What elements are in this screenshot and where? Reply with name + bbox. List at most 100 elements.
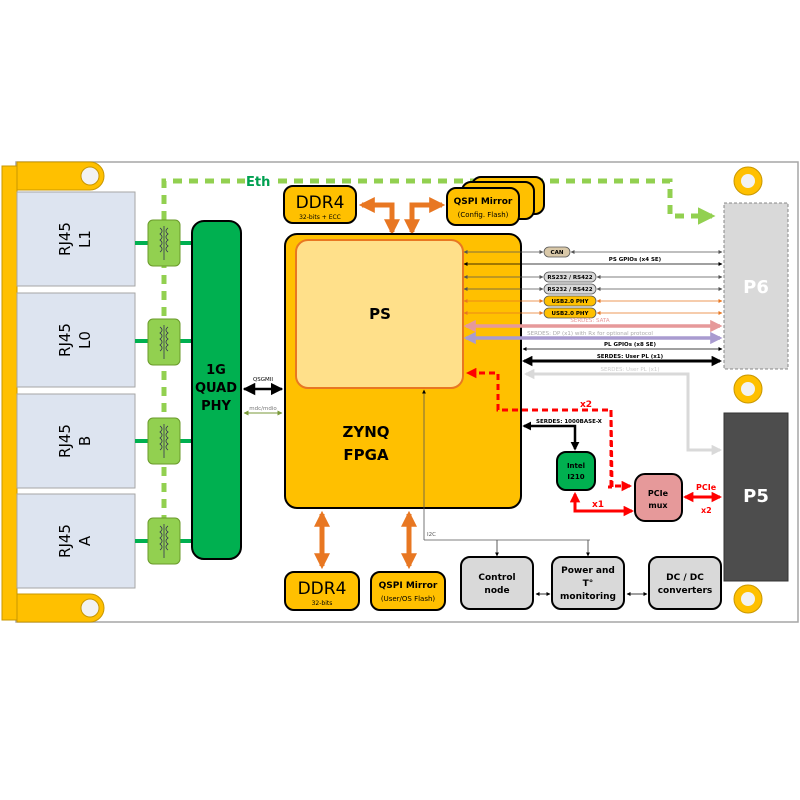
mounting-hole-middle	[733, 374, 763, 404]
rj45-sublabel: A	[76, 535, 94, 546]
dcdc-block: DC / DC converters	[648, 556, 722, 610]
rs232-interface-1: RS232 / RS422	[463, 271, 723, 283]
transformer-icon	[147, 417, 181, 465]
control-node-label: Control	[478, 573, 515, 583]
dp-label: SERDES: DP (x1) with Rx for optional pro…	[527, 331, 653, 337]
intel-label: I210	[567, 473, 584, 481]
qspi-top-block: QSPI Mirror (Config. Flash)	[446, 176, 545, 226]
power-label: T°	[583, 579, 594, 589]
rj45-label: RJ45	[56, 323, 74, 357]
power-monitoring-block: Power and T° monitoring	[551, 556, 625, 610]
i2c-label: I2C	[427, 532, 436, 538]
rs232-label: RS232 / RS422	[547, 287, 592, 293]
transformer-icon	[147, 219, 181, 267]
mounting-hole-bottom	[733, 584, 763, 614]
pcie-x2-dashed-to-mux	[609, 410, 633, 492]
bottom-ejector-tab	[16, 593, 105, 623]
ddr4-title: DDR4	[296, 193, 345, 213]
intel-i210-block: Intel I210	[556, 451, 596, 491]
fpga-label: ZYNQ	[342, 423, 389, 441]
ddr4-bottom-block: DDR4 32-bits	[284, 571, 360, 611]
pcie-label: PCIe	[696, 483, 717, 492]
control-node-block: Control node	[460, 556, 534, 610]
rj45-port-l1: RJ45 L1	[16, 191, 136, 287]
rj45-port-l0: RJ45 L0	[16, 292, 136, 388]
qspi-subtitle: (Config. Flash)	[458, 211, 509, 219]
pcie-x1-link	[569, 491, 635, 517]
pcie-x2-top-label: x2	[580, 400, 592, 410]
dp-interface: SERDES: DP (x1) with Rx for optional pro…	[463, 331, 723, 345]
ddr4-subtitle: 32-bits + ECC	[299, 214, 341, 221]
rj45-port-a: RJ45 A	[16, 493, 136, 589]
ps-gpios-interface: PS GPIOs (x4 SE)	[463, 257, 723, 266]
p6-label: P6	[743, 277, 769, 298]
sata-interface: SERDES: SATA	[463, 318, 723, 333]
rj45-sublabel: L0	[76, 331, 94, 349]
pcie-x1-label: x1	[592, 500, 604, 510]
pl-gpios-interface: PL GPIOs (x8 SE)	[522, 342, 723, 351]
qspi-top-bus	[403, 196, 446, 236]
can-interface: CAN	[463, 246, 723, 258]
front-panel-rail	[1, 165, 18, 621]
phy-label: 1G	[206, 363, 226, 378]
dcdc-label: converters	[658, 586, 713, 596]
fpga-label: FPGA	[343, 446, 389, 464]
phy-label: QUAD	[195, 381, 237, 396]
rj45-label: RJ45	[56, 222, 74, 256]
top-ejector-tab	[16, 161, 105, 191]
bottom-ejector-hole	[80, 598, 100, 618]
p5-label: P5	[743, 486, 769, 507]
ddr4-title: DDR4	[298, 579, 347, 599]
pcie-mux-label: PCIe	[648, 489, 669, 498]
p6-connector: P6	[723, 202, 789, 370]
ps-block	[295, 239, 464, 389]
ps-label: PS	[369, 305, 391, 323]
rs232-interface-2: RS232 / RS422	[463, 283, 723, 295]
zynq-fpga-block: PS ZYNQ FPGA	[284, 233, 522, 509]
qspi-subtitle: (User/OS Flash)	[381, 595, 436, 603]
base-x-link	[522, 421, 580, 451]
qspi-title: QSPI Mirror	[454, 197, 513, 207]
quad-phy-block: 1G QUAD PHY	[191, 220, 242, 560]
ps-gpios-label: PS GPIOs (x4 SE)	[609, 257, 662, 263]
pcie-mux-label: mux	[648, 501, 668, 510]
pl-gpios-label: PL GPIOs (x8 SE)	[604, 342, 656, 348]
rs232-label: RS232 / RS422	[547, 275, 592, 281]
rj45-label: RJ45	[56, 424, 74, 458]
power-label: monitoring	[560, 592, 616, 602]
rj45-sublabel: B	[76, 436, 94, 446]
usb-label: USB2.0 PHY	[552, 311, 590, 317]
rj45-port-b: RJ45 B	[16, 393, 136, 489]
qspi-title: QSPI Mirror	[379, 581, 438, 591]
transformer-icon	[147, 517, 181, 565]
p5-connector: P5	[723, 412, 789, 582]
rj45-sublabel: L1	[76, 230, 94, 248]
user-pl-interface-1: SERDES: User PL (x1)	[521, 354, 723, 367]
mounting-hole-top	[733, 166, 763, 196]
mdio-label: mdc/mdio	[249, 406, 277, 412]
user-pl-label: SERDES: User PL (x1)	[600, 367, 659, 373]
rj45-label: RJ45	[56, 524, 74, 558]
usb-interface-2: USB2.0 PHY	[463, 307, 723, 319]
qspi-bottom-block: QSPI Mirror (User/OS Flash)	[370, 571, 446, 611]
ddr4-top-block: DDR4 32-bits + ECC	[283, 185, 357, 224]
power-label: Power and	[561, 566, 615, 576]
intel-label: Intel	[567, 462, 585, 470]
sata-label: SERDES: SATA	[570, 318, 609, 324]
usb-label: USB2.0 PHY	[552, 299, 590, 305]
qsgmii-label: QSGMII	[253, 377, 273, 383]
transformer-icon	[147, 318, 181, 366]
usb-interface-1: USB2.0 PHY	[463, 295, 723, 307]
phy-label: PHY	[201, 399, 231, 414]
ddr4-top-bus	[358, 196, 401, 236]
user-pl-label: SERDES: User PL (x1)	[597, 354, 664, 360]
user-pl-interface-2: SERDES: User PL (x1)	[523, 367, 723, 456]
control-node-label: node	[484, 586, 509, 596]
can-label: CAN	[551, 250, 564, 256]
ddr4-subtitle: 32-bits	[312, 600, 333, 607]
base-x-label: SERDES: 1000BASE-X	[536, 419, 603, 425]
dcdc-label: DC / DC	[666, 573, 704, 583]
top-ejector-hole	[80, 166, 100, 186]
pcie-x2-right-label: x2	[701, 506, 712, 515]
